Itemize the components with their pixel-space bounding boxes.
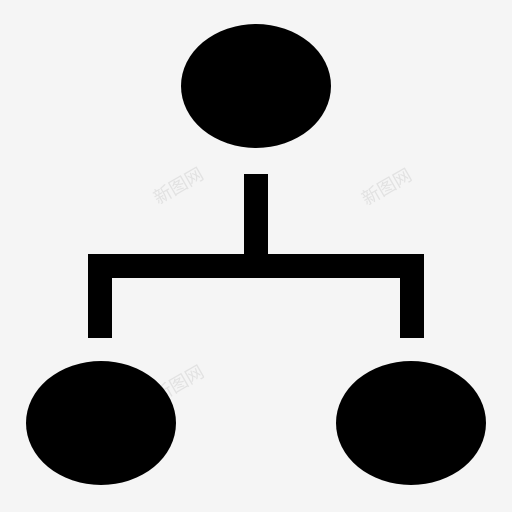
hierarchy-glyph — [26, 24, 486, 485]
bottom-left-node — [26, 361, 176, 485]
trunk-connector — [244, 174, 268, 256]
top-node — [181, 24, 331, 148]
watermark-stamp: 新图网 — [358, 165, 415, 210]
branch-connector — [88, 254, 424, 278]
left-drop-connector — [88, 254, 112, 338]
bottom-right-node — [336, 361, 486, 485]
right-drop-connector — [400, 254, 424, 338]
watermark-stamp: 新图网 — [150, 164, 207, 209]
